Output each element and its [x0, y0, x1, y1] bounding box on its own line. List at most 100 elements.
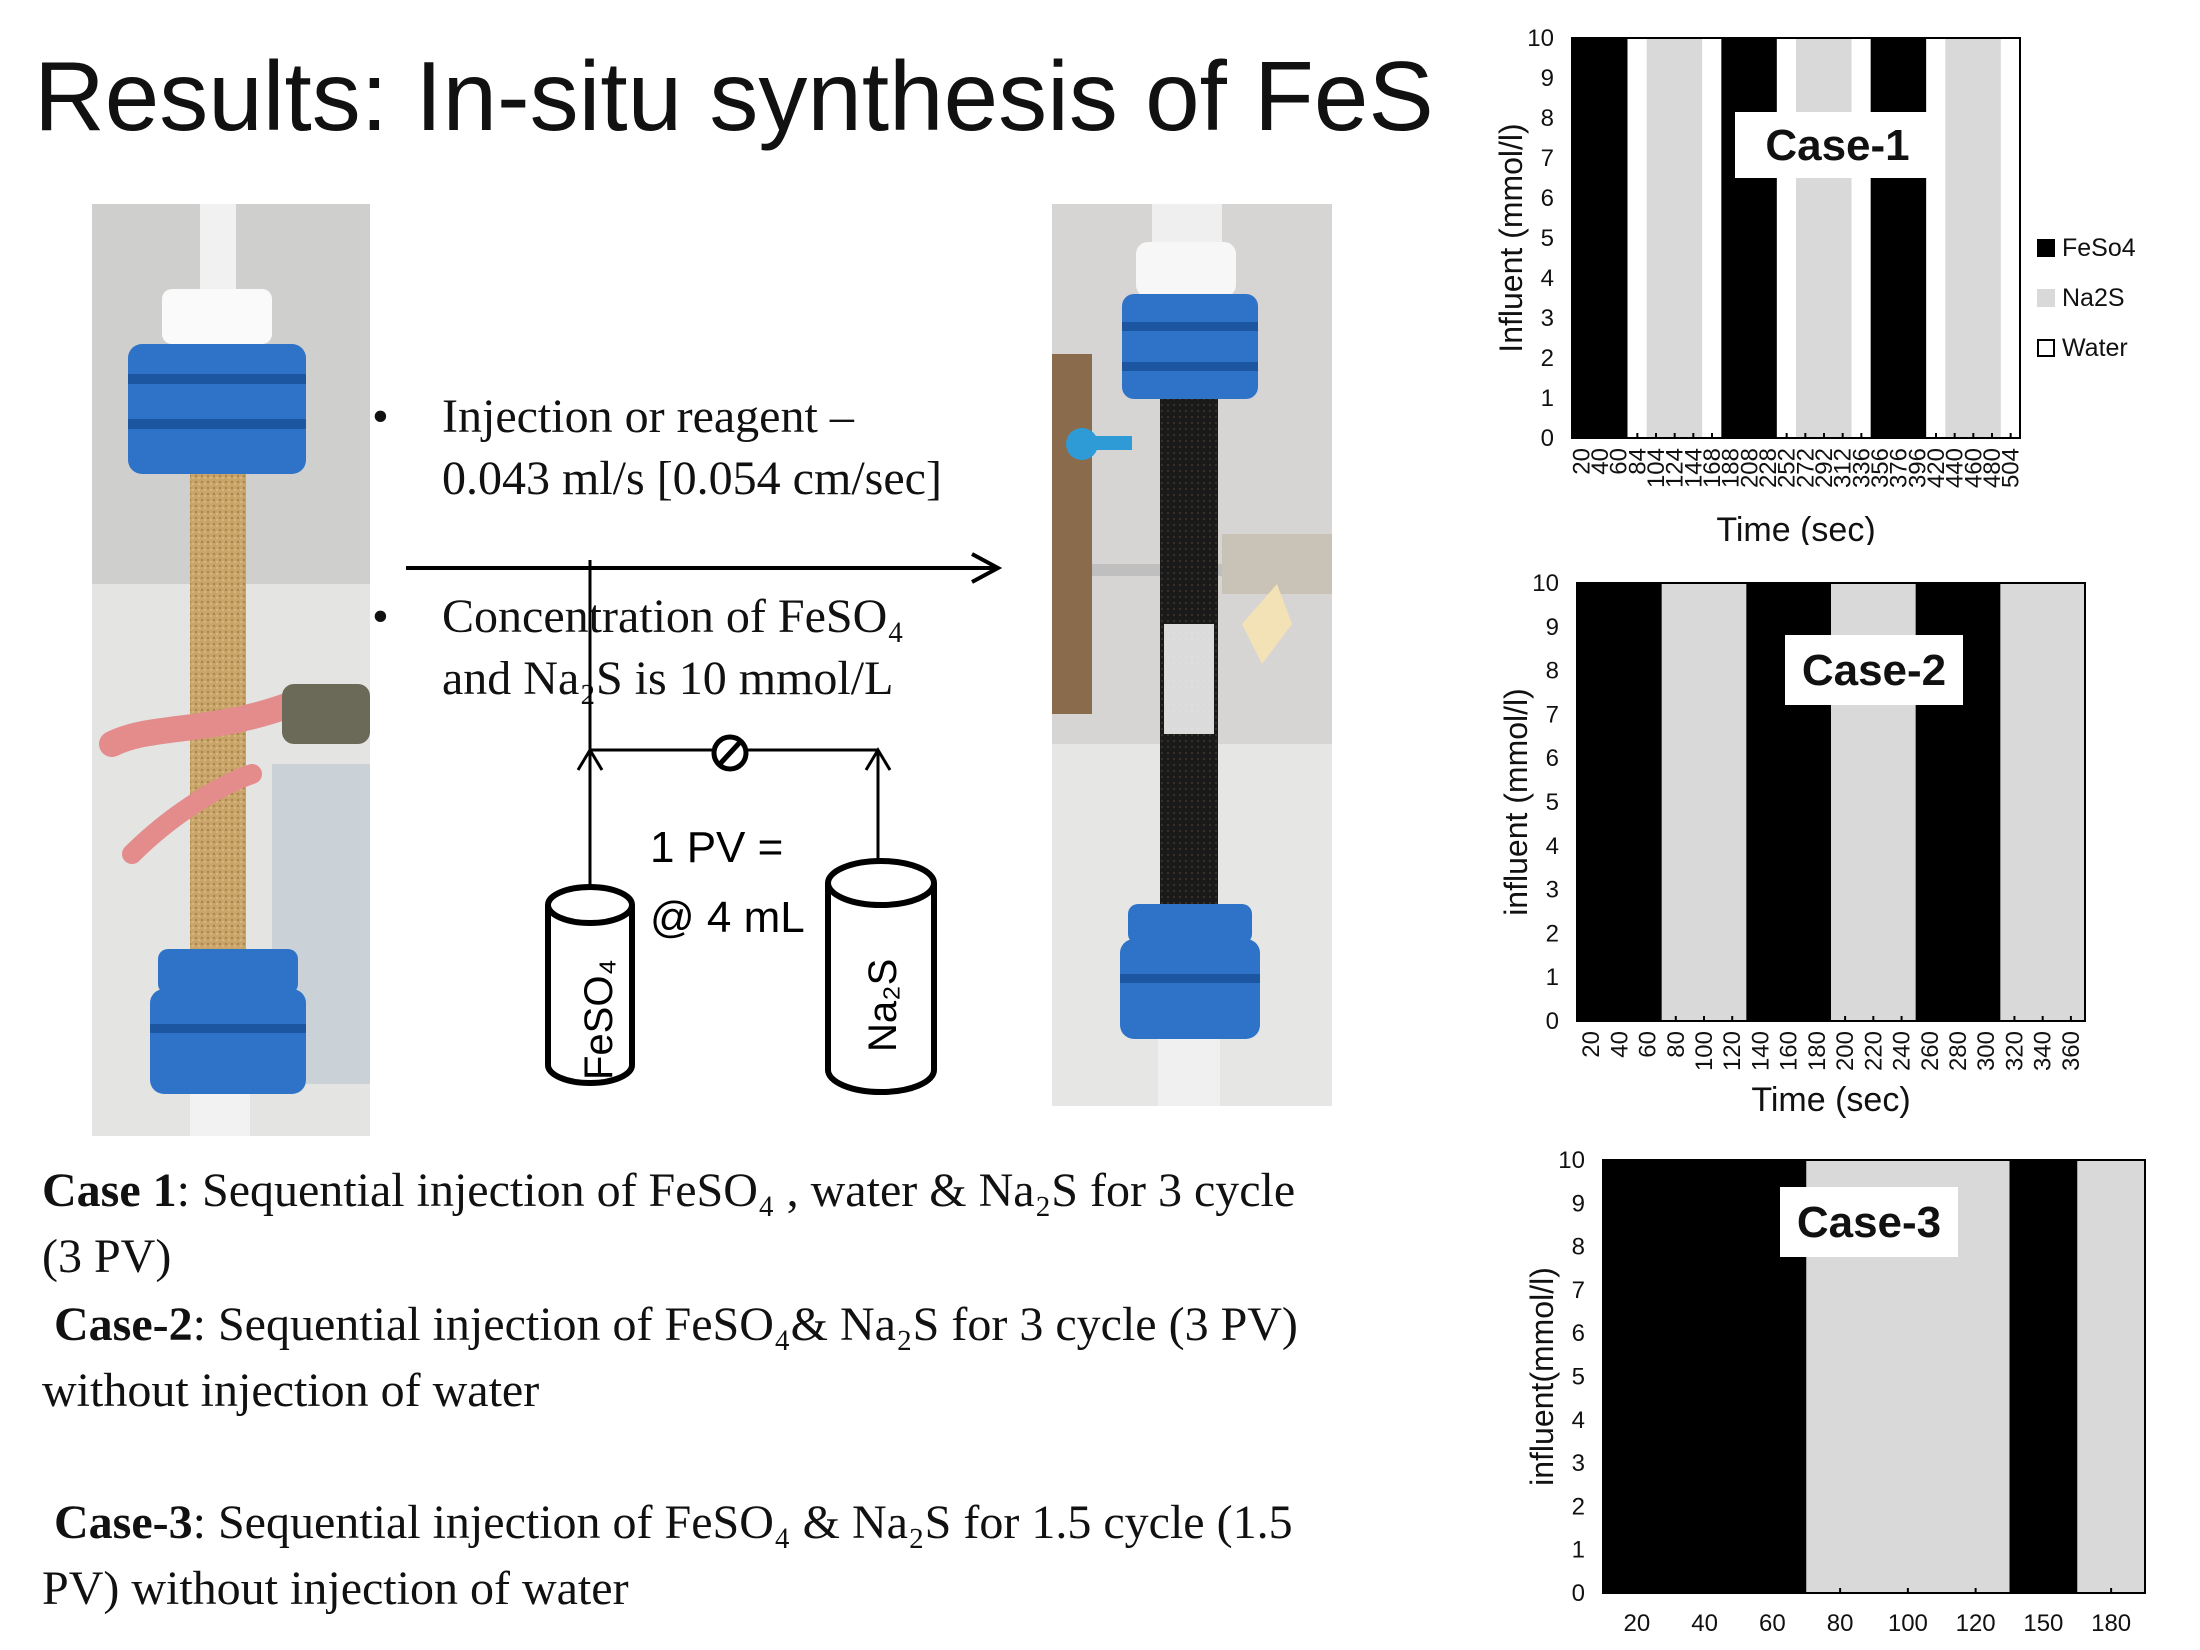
case3-description-line2: PV) without injection of water — [42, 1562, 629, 1615]
y-tick-label-5: 5 — [1546, 789, 1559, 816]
legend-label-feso4: FeSo4 — [2062, 234, 2136, 262]
bar-feso4-140 — [1746, 583, 1776, 1021]
bar-feso4-20 — [1572, 38, 1592, 438]
fes-column-top-cap — [1122, 294, 1258, 399]
bar-water-252 — [1776, 37, 1798, 439]
y-tick-label-0: 0 — [1572, 1580, 1585, 1607]
x-tick-label-20: 20 — [1578, 1031, 1605, 1058]
x-tick-label-40: 40 — [1587, 448, 1614, 475]
na2s-bottle-label: Na₂S — [861, 959, 905, 1052]
y-tick-label-1: 1 — [1541, 385, 1554, 412]
y-tick-label-1: 1 — [1572, 1537, 1585, 1564]
case2-description: Case-2: Sequential injection of FeSO₄& N… — [54, 1292, 1298, 1358]
case2-label: Case-2 — [54, 1298, 193, 1351]
y-tick-label-4: 4 — [1572, 1407, 1585, 1434]
y-tick-label-4: 4 — [1541, 265, 1554, 292]
plot-area — [1602, 1159, 2146, 1594]
bar-na2s-80 — [1661, 583, 1691, 1021]
x-axis-label: Time (sec) — [1751, 1081, 1910, 1119]
bullet-concentration-line2: and Na₂S is 10 mmol/L — [442, 652, 894, 705]
x-axis-label: Time — [1837, 1643, 1911, 1645]
x-tick-label-300: 300 — [1973, 1031, 2000, 1071]
x-tick-label-124: 124 — [1662, 448, 1689, 488]
case1-description: Case 1: Sequential injection of FeSO₄ , … — [42, 1158, 1295, 1224]
x-tick-label-252: 252 — [1774, 448, 1801, 488]
x-tick-label-80: 80 — [1663, 1031, 1690, 1058]
bar-feso4-188 — [1721, 38, 1741, 438]
x-tick-label-356: 356 — [1867, 448, 1894, 488]
bar-water-336 — [1851, 37, 1872, 439]
x-tick-label-260: 260 — [1917, 1031, 1944, 1071]
sand-column-illustration — [92, 204, 370, 1136]
x-tick-label-20: 20 — [1624, 1610, 1651, 1637]
case1-description-line2: (3 PV) — [42, 1230, 172, 1283]
bar-na2s-120 — [1718, 583, 1747, 1021]
y-tick-label-7: 7 — [1541, 145, 1554, 172]
bar-na2s-144 — [1684, 38, 1704, 438]
bar-feso4-396 — [1908, 38, 1928, 438]
x-tick-label-120: 120 — [1719, 1031, 1746, 1071]
y-tick-label-5: 5 — [1541, 225, 1554, 252]
bar-na2s-460 — [1964, 38, 1984, 438]
x-tick-label-188: 188 — [1718, 448, 1745, 488]
x-tick-label-460: 460 — [1960, 448, 1987, 488]
na2s-bottle-icon — [825, 858, 937, 1095]
chart-title-box — [1780, 1187, 1958, 1257]
y-tick-label-8: 8 — [1541, 105, 1554, 132]
x-tick-label-144: 144 — [1680, 448, 1707, 488]
x-tick-label-180: 180 — [1804, 1031, 1831, 1071]
x-tick-label-120: 120 — [1956, 1610, 1996, 1637]
column-top-cap — [128, 344, 306, 474]
valve-icon — [711, 734, 749, 772]
x-tick-label-504: 504 — [1998, 448, 2025, 488]
bullet-injection-line2: 0.043 ml/s [0.054 cm/sec] — [442, 452, 942, 505]
x-tick-label-140: 140 — [1747, 1031, 1774, 1071]
bullet-injection-line1: Injection or reagent – — [442, 390, 854, 443]
bar-na2s-340 — [2028, 583, 2058, 1021]
arrow-up-icon — [576, 747, 604, 771]
x-tick-label-280: 280 — [1945, 1031, 1972, 1071]
y-tick-label-0: 0 — [1546, 1008, 1559, 1035]
x-tick-label-340: 340 — [2030, 1031, 2057, 1071]
bar-feso4-40 — [1670, 1160, 1740, 1593]
case2-text: : Sequential injection of FeSO₄& Na₂S fo… — [192, 1298, 1298, 1351]
bar-feso4-20 — [1577, 583, 1606, 1021]
case3-text: : Sequential injection of FeSO₄ & Na₂S f… — [192, 1496, 1293, 1549]
x-tick-label-240: 240 — [1889, 1031, 1916, 1071]
fes-column-bottom-cap — [1120, 939, 1260, 1039]
bar-na2s-312 — [1833, 38, 1853, 438]
slide-title: Results: In-situ synthesis of FeS — [34, 41, 1434, 151]
x-tick-label-104: 104 — [1643, 448, 1670, 488]
bar-na2s-440 — [1945, 38, 1965, 438]
y-tick-label-6: 6 — [1572, 1320, 1585, 1347]
x-tick-label-20: 20 — [1568, 448, 1595, 475]
plot-area — [1576, 582, 2086, 1022]
legend-label-na2s: Na2S — [2062, 284, 2125, 312]
x-tick-label-396: 396 — [1904, 448, 1931, 488]
fes-column-illustration — [1052, 204, 1332, 1106]
y-tick-label-2: 2 — [1541, 345, 1554, 372]
x-tick-label-150: 150 — [2023, 1610, 2063, 1637]
chart-case-1: 2040608410412414416818820822825227229231… — [1493, 25, 2136, 545]
pv-label-line1: 1 PV = — [650, 823, 783, 872]
bar-feso4-150 — [2009, 1160, 2078, 1593]
case2-description-line2: without injection of water — [42, 1364, 540, 1417]
x-axis-label: Time (sec) — [1716, 511, 1875, 545]
x-tick-label-60: 60 — [1606, 448, 1633, 475]
arrow-up-icon — [864, 747, 892, 771]
pv-label-line2: @ 4 mL — [650, 893, 805, 942]
bar-feso4-376 — [1889, 38, 1909, 438]
y-tick-label-8: 8 — [1572, 1234, 1585, 1261]
x-tick-label-168: 168 — [1699, 448, 1726, 488]
bar-feso4-356 — [1870, 38, 1890, 438]
y-tick-label-1: 1 — [1546, 964, 1559, 991]
y-tick-label-3: 3 — [1572, 1450, 1585, 1477]
x-tick-label-228: 228 — [1755, 448, 1782, 488]
x-tick-label-40: 40 — [1606, 1031, 1633, 1058]
x-tick-label-100: 100 — [1691, 1031, 1718, 1071]
x-tick-label-200: 200 — [1832, 1031, 1859, 1071]
bar-na2s-360 — [2056, 583, 2086, 1021]
bar-na2s-180 — [2077, 1160, 2146, 1593]
